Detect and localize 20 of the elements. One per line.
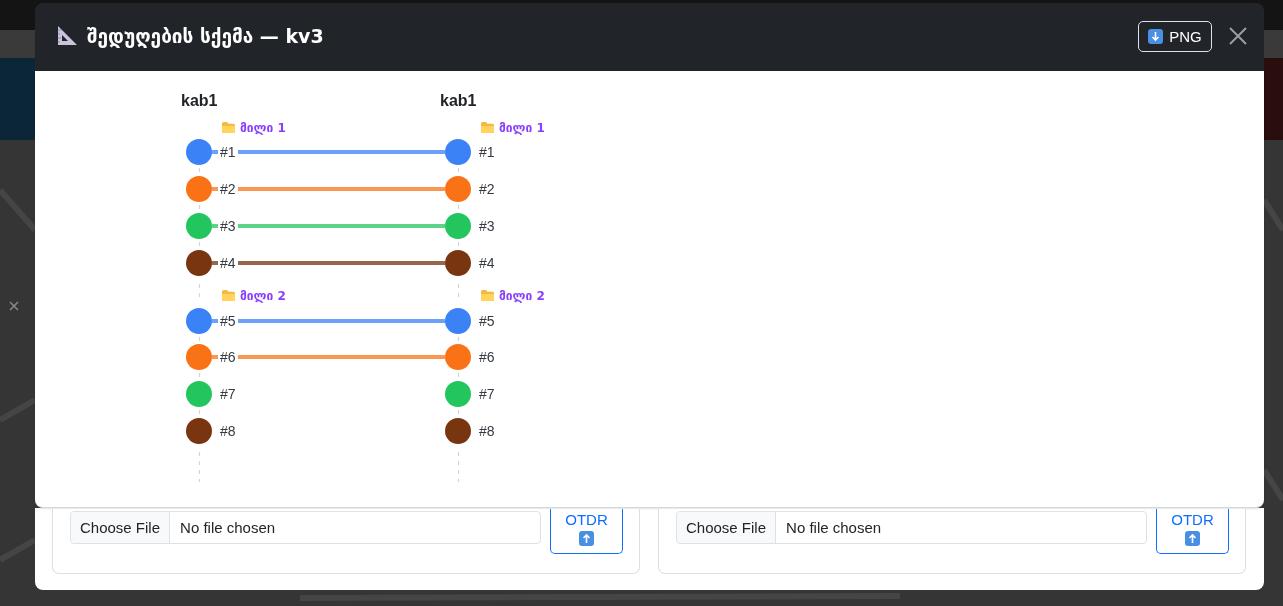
modal-title: შედუღების სქემა — kv3 bbox=[87, 24, 324, 50]
splice-line bbox=[212, 355, 445, 359]
tube-label: მილი 1 bbox=[499, 120, 545, 136]
tube-label: მილი 2 bbox=[240, 288, 286, 304]
splice-line bbox=[212, 261, 445, 265]
otdr-upload-button: OTDR bbox=[1156, 509, 1229, 554]
splice-line bbox=[212, 224, 445, 228]
file-status-text: No file chosen bbox=[786, 519, 882, 536]
choose-file-button: Choose File bbox=[677, 512, 777, 543]
splice-line bbox=[212, 150, 445, 154]
cable-name: kab1 bbox=[181, 91, 218, 111]
otdr-upload-button: OTDR bbox=[550, 509, 623, 554]
tube-label: მილი 2 bbox=[499, 288, 545, 304]
choose-file-button: Choose File bbox=[71, 512, 171, 543]
file-status-text: No file chosen bbox=[180, 519, 276, 536]
png-download-button: PNG bbox=[1138, 21, 1212, 52]
cable-name: kab1 bbox=[440, 91, 477, 111]
splice-line bbox=[212, 187, 445, 191]
splice-line bbox=[212, 319, 445, 323]
tube-label: მილი 1 bbox=[240, 120, 286, 136]
